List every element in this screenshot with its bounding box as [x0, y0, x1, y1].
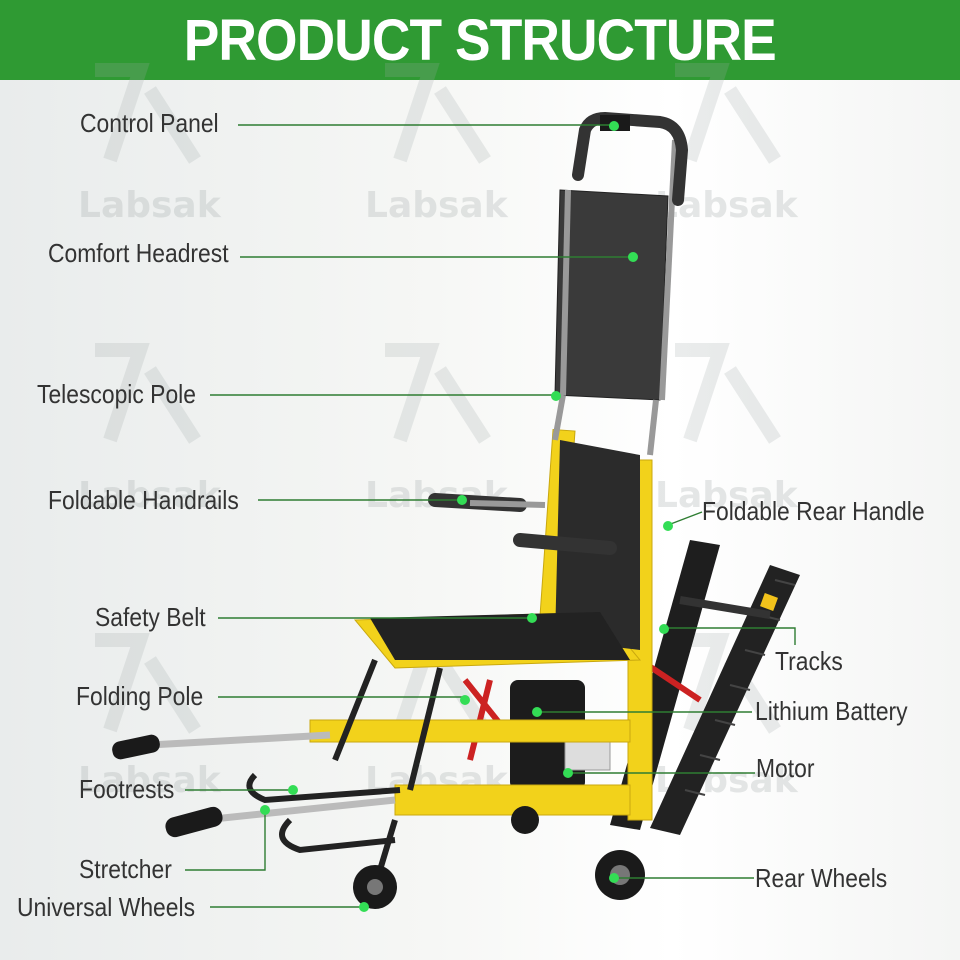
watermark-text: Labsak [365, 185, 508, 226]
callout-dots [260, 121, 673, 912]
label-foldable-handrails: Foldable Handrails [48, 485, 239, 515]
label-safety-belt: Safety Belt [95, 602, 206, 632]
label-telescopic-pole: Telescopic Pole [37, 379, 196, 409]
watermark-text: Labsak [78, 185, 221, 226]
wheels [353, 806, 645, 909]
label-footrests: Footrests [79, 774, 175, 804]
label-control-panel: Control Panel [80, 108, 219, 138]
watermark-text: Labsak [78, 760, 221, 801]
label-foldable-rear-handle: Foldable Rear Handle [702, 496, 925, 526]
label-tracks: Tracks [775, 646, 843, 676]
label-universal-wheels: Universal Wheels [17, 892, 196, 922]
watermark-text: Labsak [655, 475, 798, 516]
headrest-pad [554, 189, 669, 401]
label-rear-wheels: Rear Wheels [755, 863, 888, 893]
leader-lines [185, 124, 796, 908]
label-motor: Motor [756, 753, 815, 783]
page-title: PRODUCT STRUCTURE [183, 7, 777, 73]
label-folding-pole: Folding Pole [76, 681, 204, 711]
header-banner: PRODUCT STRUCTURE [0, 0, 960, 80]
seat-pad [370, 612, 630, 660]
watermark-logo-marks [95, 63, 781, 734]
label-stretcher: Stretcher [79, 854, 172, 884]
watermark-text: Labsak [78, 475, 221, 516]
label-lithium-battery: Lithium Battery [755, 696, 908, 726]
label-comfort-headrest: Comfort Headrest [48, 238, 229, 268]
footrest-bars [112, 731, 396, 838]
